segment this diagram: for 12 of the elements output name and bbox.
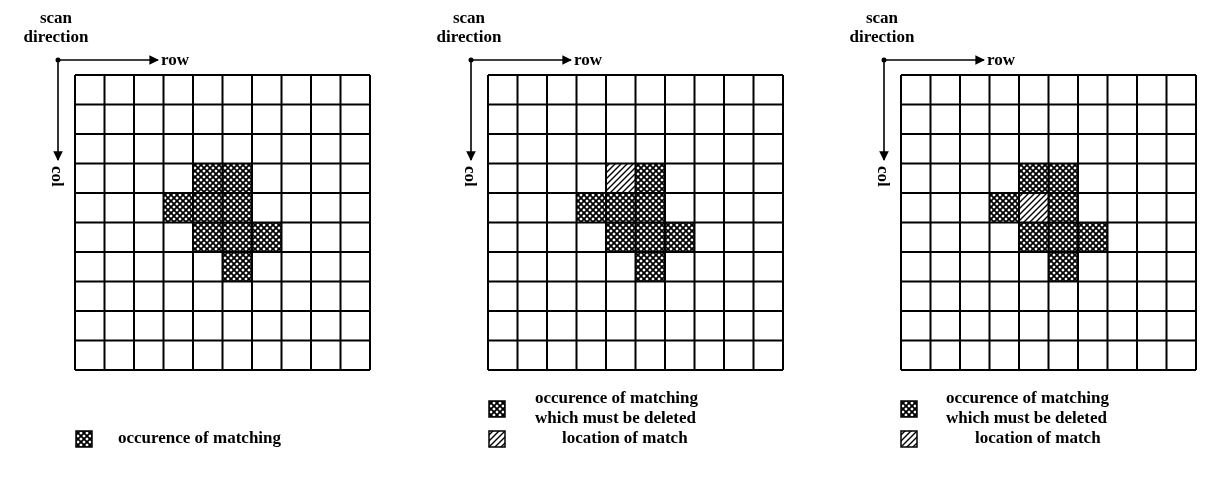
axis-label: row xyxy=(161,51,189,68)
axis-label: row xyxy=(574,51,602,68)
scan-direction-label: scan direction xyxy=(435,8,503,46)
axis-label: col xyxy=(462,166,479,187)
scan-direction-label: scan direction xyxy=(22,8,90,46)
scan-direction-label: scan direction xyxy=(848,8,916,46)
axis-label: col xyxy=(875,166,892,187)
legend-text: occurence of matching xyxy=(118,429,282,446)
legend-text: location of match xyxy=(975,429,1101,446)
axis-label: row xyxy=(987,51,1015,68)
legend-text: location of match xyxy=(562,429,688,446)
axis-label: col xyxy=(49,166,66,187)
